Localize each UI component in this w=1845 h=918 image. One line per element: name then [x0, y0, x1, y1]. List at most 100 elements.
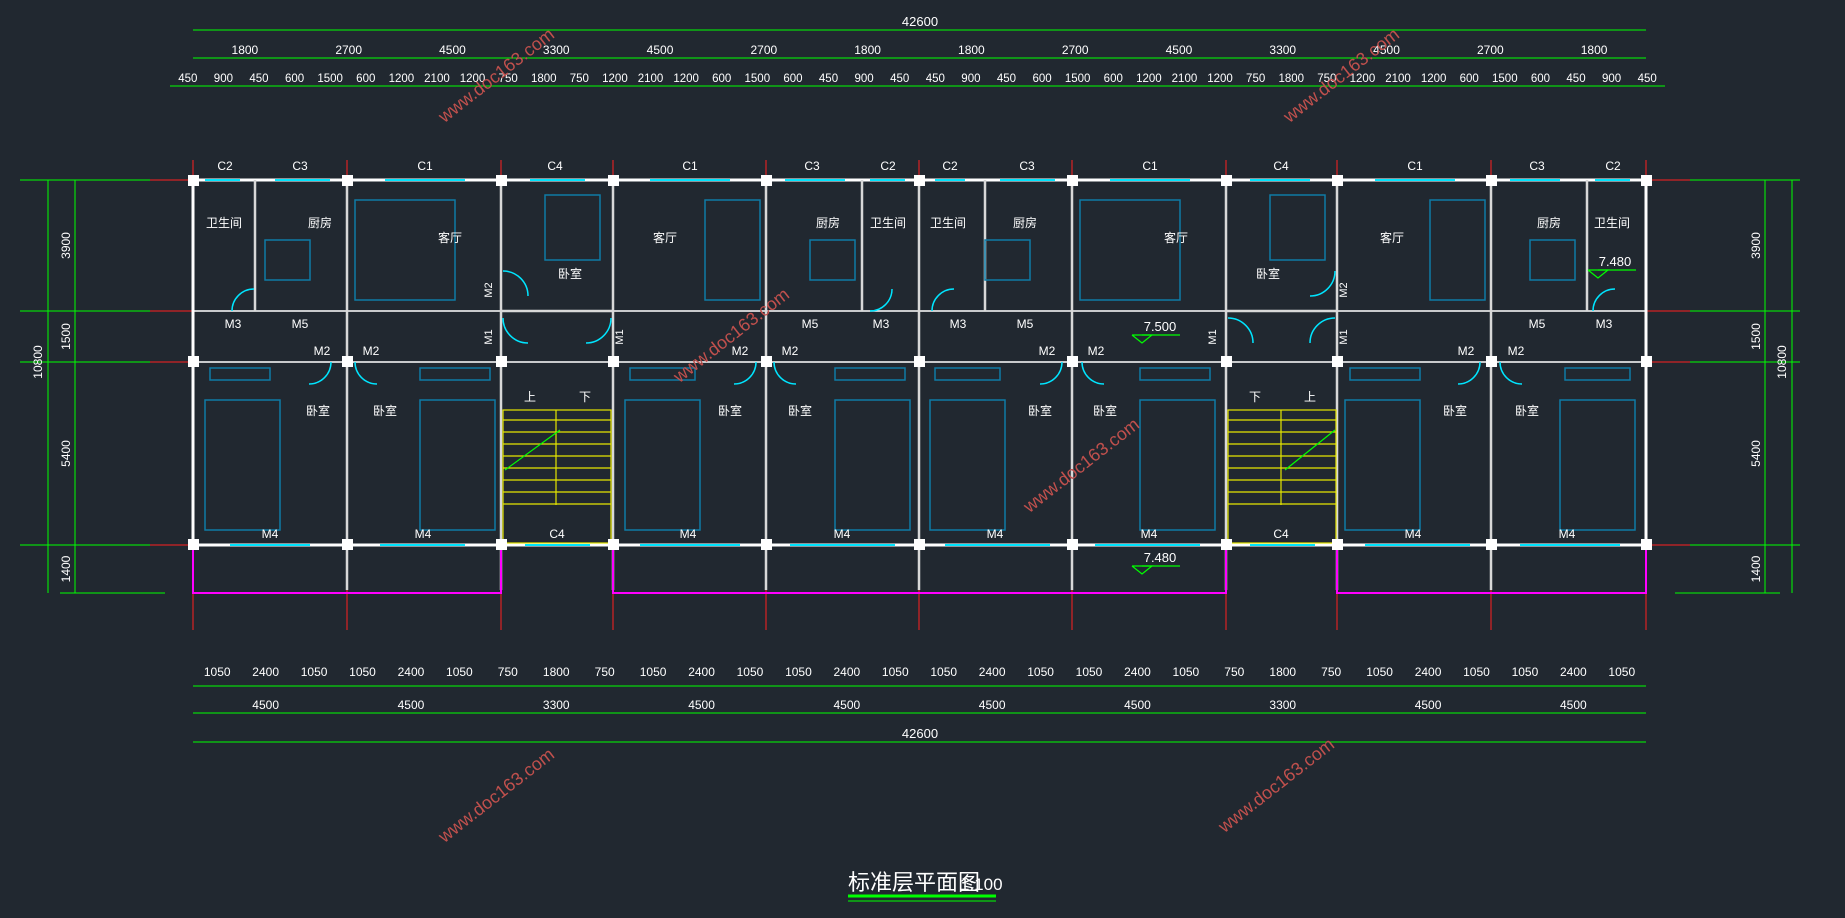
dimension-lines — [20, 29, 1800, 743]
room-label: 厨房 — [1537, 215, 1561, 230]
dim-bottom-detail: 2400 — [1415, 665, 1442, 679]
stair-left — [502, 409, 612, 544]
watermark-text: www.doc163.com — [1214, 734, 1338, 837]
room-label: 客厅 — [438, 230, 462, 245]
level-label: 7.480 — [1144, 550, 1177, 565]
dim-top-second: 1800 — [854, 43, 881, 57]
door-label: M1 — [483, 329, 495, 344]
dim-top-third: 1200 — [460, 73, 486, 85]
dim-bottom-bay: 3300 — [1269, 698, 1296, 712]
dim-top-second: 4500 — [439, 43, 466, 57]
door-label: M2 — [363, 344, 380, 358]
dim-top-third: 1200 — [673, 73, 699, 85]
dim-bottom-detail: 1050 — [1076, 665, 1103, 679]
dim-bottom-detail: 750 — [595, 665, 615, 679]
door-label: M2 — [1508, 344, 1525, 358]
door-label: M5 — [802, 317, 819, 331]
dim-top-second: 1800 — [1581, 43, 1608, 57]
dim-bottom-detail: 1050 — [640, 665, 667, 679]
dim-right: 1500 — [1749, 323, 1763, 350]
dim-top-third: 1500 — [1065, 73, 1091, 85]
dim-top-third: 450 — [249, 73, 268, 85]
dim-bottom-bay: 3300 — [543, 698, 570, 712]
room-label: 卧室 — [718, 403, 742, 418]
room-label: 卫生间 — [870, 216, 906, 230]
dim-bottom-detail: 1050 — [1463, 665, 1490, 679]
dim-top-third: 450 — [926, 73, 945, 85]
door-label: M2 — [1458, 344, 1475, 358]
dim-top-second: 4500 — [647, 43, 674, 57]
stair-up-label: 上 — [524, 390, 536, 404]
window-label: M4 — [415, 527, 432, 541]
dim-top-second: 2700 — [1477, 43, 1504, 57]
door-label: M5 — [1017, 317, 1034, 331]
door-label: M3 — [225, 317, 242, 331]
dim-top-third: 750 — [499, 73, 518, 85]
dim-top-second: 2700 — [335, 43, 362, 57]
door-label: M2 — [1039, 344, 1056, 358]
room-label: 卧室 — [306, 403, 330, 418]
window-label: M4 — [1559, 527, 1576, 541]
level-label: 7.500 — [1144, 319, 1177, 334]
dim-right: 5400 — [1749, 440, 1763, 467]
dim-bottom-detail: 1050 — [349, 665, 376, 679]
door-swings — [231, 270, 1616, 385]
drawing-scale: 1:100 — [960, 875, 1003, 894]
window-label: C2 — [1605, 159, 1621, 173]
dim-bottom-bay: 4500 — [1124, 698, 1151, 712]
door-label: M2 — [1088, 344, 1105, 358]
dim-bottom-detail: 2400 — [688, 665, 715, 679]
dim-left-total: 10800 — [31, 345, 45, 379]
door-label: M2 — [314, 344, 331, 358]
window-label: M4 — [1141, 527, 1158, 541]
dim-top-second: 1800 — [232, 43, 259, 57]
dim-top-third: 450 — [819, 73, 838, 85]
window-label: C4 — [547, 159, 563, 173]
dim-top-second: 3300 — [543, 43, 570, 57]
dim-bottom-bay: 4500 — [1560, 698, 1587, 712]
dim-top-third: 900 — [214, 73, 233, 85]
drawing-title: 标准层平面图 — [848, 870, 980, 895]
door-label: M5 — [1529, 317, 1546, 331]
dim-bottom-detail: 2400 — [398, 665, 425, 679]
room-label: 卧室 — [1028, 403, 1052, 418]
room-label: 卧室 — [1443, 403, 1467, 418]
dim-bottom-detail: 1050 — [1512, 665, 1539, 679]
door-label: M3 — [950, 317, 967, 331]
window-label: C1 — [1142, 159, 1158, 173]
window-label: C4 — [1273, 159, 1289, 173]
dim-bottom-detail: 1050 — [1173, 665, 1200, 679]
dim-top-third: 1500 — [317, 73, 343, 85]
window-label: C1 — [682, 159, 698, 173]
dim-top-third: 900 — [855, 73, 874, 85]
room-label: 厨房 — [1013, 215, 1037, 230]
dim-top-second: 4500 — [1166, 43, 1193, 57]
dim-top-third: 600 — [783, 73, 802, 85]
dim-bottom-bay: 4500 — [1415, 698, 1442, 712]
dim-top-third: 600 — [356, 73, 375, 85]
dim-top-total: 42600 — [902, 14, 938, 29]
watermark-text: www.doc163.com — [1019, 414, 1143, 517]
level-label: 7.480 — [1599, 254, 1632, 269]
dim-top-third: 450 — [997, 73, 1016, 85]
columns — [188, 175, 1652, 550]
window-label: C1 — [417, 159, 433, 173]
dim-right-total: 10800 — [1775, 345, 1789, 379]
stair-up-label: 上 — [1304, 390, 1316, 404]
dim-bottom-total: 42600 — [902, 726, 938, 741]
window-label: C2 — [217, 159, 233, 173]
door-label: M1 — [1207, 329, 1219, 344]
window-label: C2 — [942, 159, 958, 173]
dim-top-second: 1800 — [958, 43, 985, 57]
window-label: C3 — [804, 159, 820, 173]
room-label: 卧室 — [788, 403, 812, 418]
dim-bottom-detail: 2400 — [1560, 665, 1587, 679]
window-label: C1 — [1407, 159, 1423, 173]
door-label: M2 — [732, 344, 749, 358]
window-label: M4 — [987, 527, 1004, 541]
door-label: M1 — [1338, 329, 1350, 344]
dim-top-third: 1500 — [1492, 73, 1518, 85]
dim-bottom-detail: 1050 — [930, 665, 957, 679]
